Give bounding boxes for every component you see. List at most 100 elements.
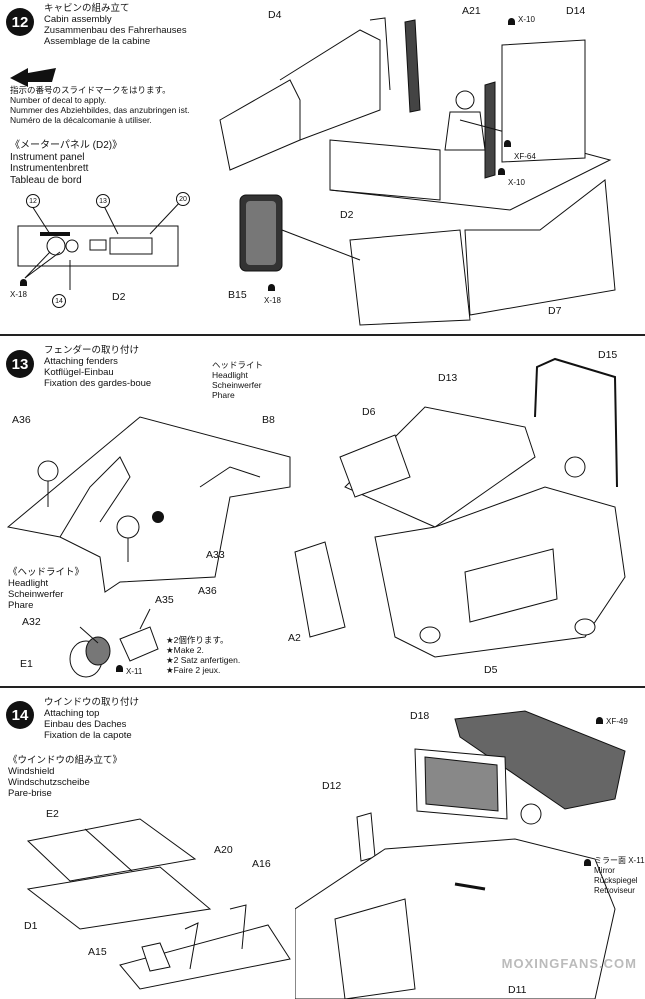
label-d13: D13 — [438, 372, 458, 384]
label-b15: B15 — [228, 289, 247, 301]
cabin-assembly-drawing — [219, 17, 616, 326]
x18-glue-icon — [20, 279, 27, 286]
title-en: Attaching fenders — [44, 356, 118, 367]
label-d11: D11 — [508, 984, 527, 996]
step-14-section: 14 ウインドウの取り付け Attaching top Einbau des D… — [0, 689, 645, 999]
label-d12: D12 — [322, 780, 342, 792]
mirror-jp: ミラー面 X-11 — [594, 856, 645, 865]
sub-title-jp: 《ヘッドライト》 — [8, 567, 85, 578]
label-x11: X-11 — [126, 667, 143, 676]
step-title: キャビンの組み立て Cabin assembly Zusammenbau des… — [44, 3, 187, 47]
label-d5: D5 — [484, 664, 498, 676]
headlight-jp: ヘッドライト — [212, 360, 264, 370]
decal-14-marker: 14 — [52, 294, 66, 308]
sub-de: Scheinwerfer — [8, 589, 64, 600]
label-a36-left: A36 — [12, 414, 31, 426]
step-number: 13 — [6, 350, 34, 378]
section-divider-2 — [0, 686, 645, 688]
label-a33: A33 — [206, 549, 225, 561]
headlight-fr: Phare — [212, 390, 235, 400]
sub-de: Windschutzscheibe — [8, 777, 90, 788]
truck-front-drawing — [294, 357, 626, 658]
x10-glue-icon — [508, 18, 515, 25]
fender-drawing — [6, 416, 291, 593]
title-jp: キャビンの組み立て — [44, 3, 130, 14]
title-de: Kotflügel-Einbau — [44, 367, 114, 378]
decal-note-fr: Numéro de la décalcomanie à utiliser. — [10, 115, 152, 125]
label-a36-right: A36 — [198, 585, 217, 597]
make-two-note: ★2個作ります。 ★Make 2. ★2 Satz anfertigen. ★F… — [166, 635, 240, 675]
headlight-en: Headlight — [212, 370, 248, 380]
sub-fr: Pare-brise — [8, 788, 52, 799]
label-x18-b15: X-18 — [264, 296, 281, 305]
decal-13-marker: 13 — [96, 194, 110, 208]
label-a35: A35 — [155, 594, 174, 606]
step-12-section: 12 キャビンの組み立て Cabin assembly Zusammenbau … — [0, 0, 645, 332]
step-title: ウインドウの取り付け Attaching top Einbau des Dach… — [44, 697, 139, 741]
label-d15: D15 — [598, 349, 618, 361]
label-d14: D14 — [566, 5, 586, 17]
label-a16: A16 — [252, 858, 271, 870]
sub-fr: Phare — [8, 600, 34, 611]
section-divider — [0, 334, 645, 336]
step-number: 12 — [6, 8, 34, 36]
step-13-section: 13 フェンダーの取り付け Attaching fenders Kotflüge… — [0, 337, 645, 684]
title-fr: Assemblage de la cabine — [44, 36, 151, 47]
sub-de: Instrumentenbrett — [10, 163, 89, 174]
mirror-fr: Retroviseur — [594, 886, 635, 895]
decal-12-marker: 12 — [26, 194, 40, 208]
decal-note-de: Nummer des Abziehbildes, das anzubringen… — [10, 105, 190, 115]
xf49-paint-icon — [596, 717, 603, 724]
label-a21: A21 — [462, 5, 481, 17]
truck-top-drawing — [295, 710, 626, 999]
label-b8: B8 — [262, 414, 275, 426]
watermark: MOXINGFANS.COM — [501, 956, 637, 971]
instrument-panel-drawing — [17, 199, 183, 290]
windshield-assembly-drawing — [26, 818, 291, 990]
instrument-panel-title: 《メーターパネル (D2)》 Instrument panel Instrume… — [10, 140, 122, 186]
label-d7: D7 — [548, 305, 562, 317]
sub-title-jp: 《メーターパネル (D2)》 — [10, 140, 123, 151]
title-en: Attaching top — [44, 708, 100, 719]
label-e1: E1 — [20, 658, 33, 670]
sub-en: Windshield — [8, 766, 55, 777]
label-x10-bottom: X-10 — [508, 178, 525, 187]
headlight-callout: ヘッドライト Headlight Scheinwerfer Phare — [212, 360, 263, 400]
title-en: Cabin assembly — [44, 14, 112, 25]
decal-note-jp: 指示の番号のスライドマークをはります。 — [10, 85, 171, 95]
title-de: Zusammenbau des Fahrerhauses — [44, 25, 187, 36]
decal-note: 指示の番号のスライドマークをはります。 Number of decal to a… — [10, 85, 190, 125]
label-d2-panel: D2 — [112, 291, 126, 303]
label-d4: D4 — [268, 9, 282, 21]
mirror-en: Mirror — [594, 866, 615, 875]
decal-note-en: Number of decal to apply. — [10, 95, 107, 105]
make-fr: ★Faire 2 jeux. — [166, 665, 221, 675]
decal-20-marker: 20 — [176, 192, 190, 206]
windshield-sub-title: 《ウインドウの組み立て》 Windshield Windschutzscheib… — [8, 755, 122, 799]
sub-title-jp: 《ウインドウの組み立て》 — [8, 755, 123, 766]
title-jp: フェンダーの取り付け — [44, 345, 140, 356]
make-de: ★2 Satz anfertigen. — [166, 655, 241, 665]
label-d2: D2 — [340, 209, 354, 221]
x11-mirror-icon — [584, 859, 591, 866]
mirror-note: ミラー面 X-11 Mirror Rückspiegel Retroviseur — [594, 856, 645, 896]
label-d18: D18 — [410, 710, 430, 722]
label-a2: A2 — [288, 632, 301, 644]
label-x18: X-18 — [10, 290, 27, 299]
label-xf49: XF-49 — [606, 717, 628, 726]
headlight-assembly-drawing — [69, 608, 159, 678]
decal-arrow-icon — [10, 68, 56, 87]
label-e2: E2 — [46, 808, 59, 820]
label-a20: A20 — [214, 844, 233, 856]
step-number: 14 — [6, 701, 34, 729]
headlight-de: Scheinwerfer — [212, 380, 262, 390]
mirror-de: Rückspiegel — [594, 876, 638, 885]
x11-glue-icon — [116, 665, 123, 672]
label-x10-top: X-10 — [518, 15, 535, 24]
sub-en: Instrument panel — [10, 151, 85, 163]
title-de: Einbau des Daches — [44, 719, 127, 730]
x10-glue-icon-2 — [498, 168, 505, 175]
sub-en: Headlight — [8, 578, 49, 589]
sub-fr: Tableau de bord — [10, 174, 82, 186]
title-fr: Fixation de la capote — [44, 730, 132, 741]
